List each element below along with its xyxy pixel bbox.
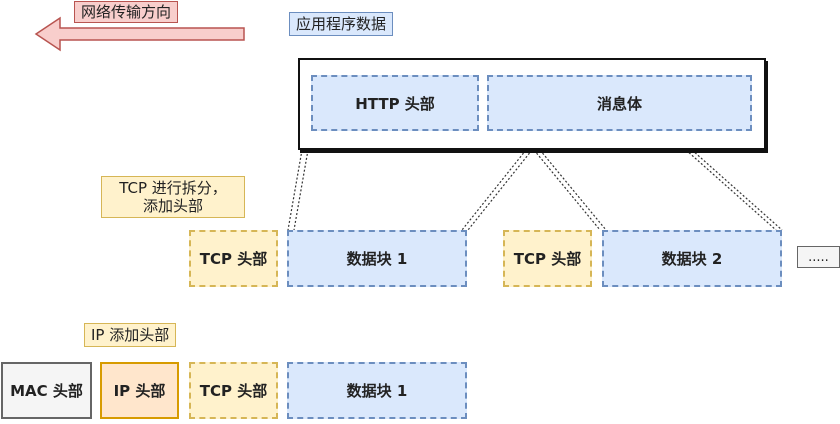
split-connector-right [685, 149, 783, 231]
direction-label: 网络传输方向 [74, 1, 179, 23]
split-connector-middle-right [533, 149, 607, 231]
http-header-box: HTTP 头部 [311, 75, 479, 131]
tcp-header-box-3: TCP 头部 [189, 362, 278, 419]
tcp-header-box-2: TCP 头部 [503, 230, 592, 287]
ip-header-box: IP 头部 [100, 362, 179, 419]
split-connector-middle-left [461, 149, 533, 231]
left-arrow-icon [34, 16, 245, 52]
data-block-1-box: 数据块 1 [287, 230, 467, 287]
app-data-label: 应用程序数据 [289, 12, 394, 36]
tcp-split-label: TCP 进行拆分， 添加头部 [101, 176, 245, 218]
ellipsis-box: ..... [797, 246, 840, 268]
split-connector-left [287, 149, 309, 231]
tcp-header-box-1: TCP 头部 [189, 230, 278, 287]
message-body-box: 消息体 [487, 75, 752, 131]
ip-add-label: IP 添加头部 [84, 323, 177, 347]
data-block-1-box-packet: 数据块 1 [287, 362, 467, 419]
data-block-2-box: 数据块 2 [602, 230, 782, 287]
mac-header-box: MAC 头部 [1, 362, 92, 419]
